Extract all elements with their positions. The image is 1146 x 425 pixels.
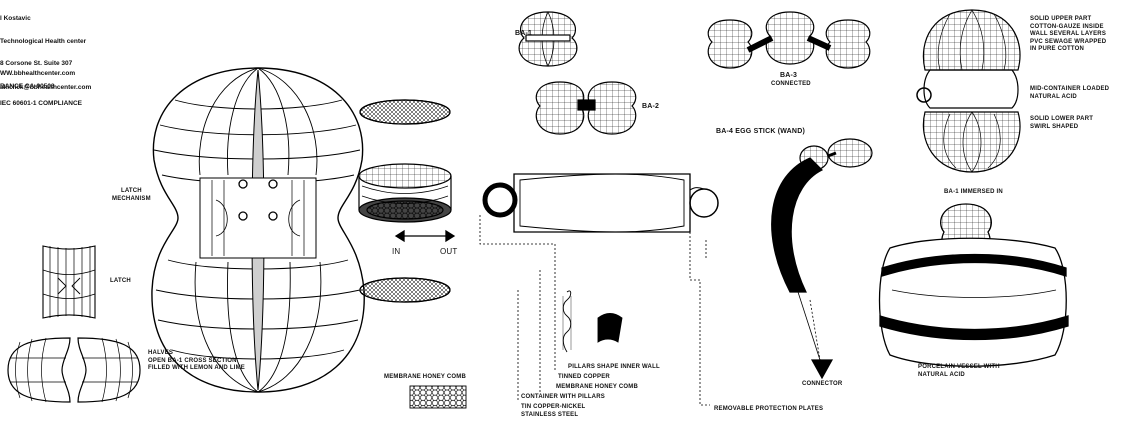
- main-device: [151, 67, 365, 393]
- label-line: IN PURE COTTON: [1030, 46, 1085, 52]
- mesh-plates: [358, 99, 452, 303]
- label-line: COTTON-GAUZE INSIDE: [1030, 23, 1104, 30]
- label-line: PORCELAIN VESSEL WITH: [918, 364, 1000, 370]
- tube-container: [482, 173, 719, 233]
- ba3-connected: [707, 11, 871, 69]
- ba4-wand: [771, 138, 873, 380]
- halves-cross-section: [7, 337, 141, 403]
- header-line: Technological Health center: [0, 37, 87, 45]
- label-line: NATURAL ACID: [918, 371, 965, 378]
- label-ba4: BA-4 EGG STICK (WAND): [716, 128, 805, 135]
- label-pillars-shape: PILLARS SHAPE INNER WALL: [568, 364, 660, 370]
- header-compliance: IEC 60601-1 COMPLIANCE: [0, 100, 82, 107]
- porcelain-vessel: [878, 203, 1069, 367]
- label-line: MID-CONTAINER LOADED: [1030, 86, 1110, 92]
- label-out: OUT: [440, 247, 458, 256]
- label-line: STAINLESS STEEL: [521, 411, 579, 418]
- label-line: SOLID UPPER PART: [1030, 16, 1092, 22]
- label-line: WALL SEVERAL LAYERS: [1030, 31, 1107, 37]
- label-ba3-sub: CONNECTED: [771, 81, 811, 87]
- label-removable-plates: REMOVABLE PROTECTION PLATES: [714, 406, 824, 412]
- header-line: l Kostavic: [0, 15, 31, 22]
- label-connector: CONNECTOR: [802, 381, 843, 387]
- ba2-pair: [535, 81, 637, 135]
- ba1-egg: [518, 11, 578, 67]
- label-ba3: BA-3: [780, 72, 798, 79]
- pillar-items: [562, 290, 623, 353]
- label-in: IN: [392, 247, 401, 256]
- header-line: 8 Corsone St. Suite 307: [0, 60, 73, 67]
- label-line: MECHANISM: [112, 195, 151, 202]
- right-device: [916, 9, 1021, 173]
- label-line: OPEN BA-1 CROSS SECTION: [148, 357, 237, 364]
- label-ba1-immersed: BA-1 IMMERSED IN: [944, 189, 1003, 195]
- label-ba1: BA-1: [515, 30, 533, 37]
- label-line: SOLID LOWER PART: [1030, 116, 1094, 122]
- label-line: TIN COPPER-NICKEL: [521, 404, 586, 410]
- header-line: RANCE CA-90503: [0, 82, 55, 90]
- label-membrane-honey-comb: MEMBRANE HONEY COMB: [384, 374, 467, 380]
- label-line: HALVES: [148, 350, 174, 356]
- label-tinned-copper: TINNED COPPER: [558, 374, 610, 380]
- label-latch: LATCH: [110, 278, 131, 284]
- label-line: LATCH: [120, 188, 142, 194]
- label-ba2: BA-2: [642, 103, 660, 110]
- latch-piece: [42, 245, 96, 319]
- label-line: SWIRL SHAPED: [1030, 123, 1079, 130]
- label-membrane-honey-comb-2: MEMBRANE HONEY COMB: [556, 384, 639, 390]
- honeycomb-block: [409, 385, 467, 409]
- header-address: l Kostavic Technological Health center 8…: [0, 0, 86, 98]
- label-line: PVC SEWAGE WRAPPED: [1030, 38, 1107, 45]
- label-line: FILLED WITH LEMON AND LIME: [148, 365, 245, 371]
- in-out-arrow: [394, 229, 456, 243]
- leader-lines: [479, 215, 821, 406]
- header-email[interactable]: alliclick@bbhealthcenter.com: [0, 84, 92, 91]
- header-website[interactable]: WW.bbhealthcenter.com: [0, 70, 76, 77]
- label-container-pillars: CONTAINER WITH PILLARS: [521, 394, 605, 400]
- label-line: NATURAL ACID: [1030, 93, 1077, 100]
